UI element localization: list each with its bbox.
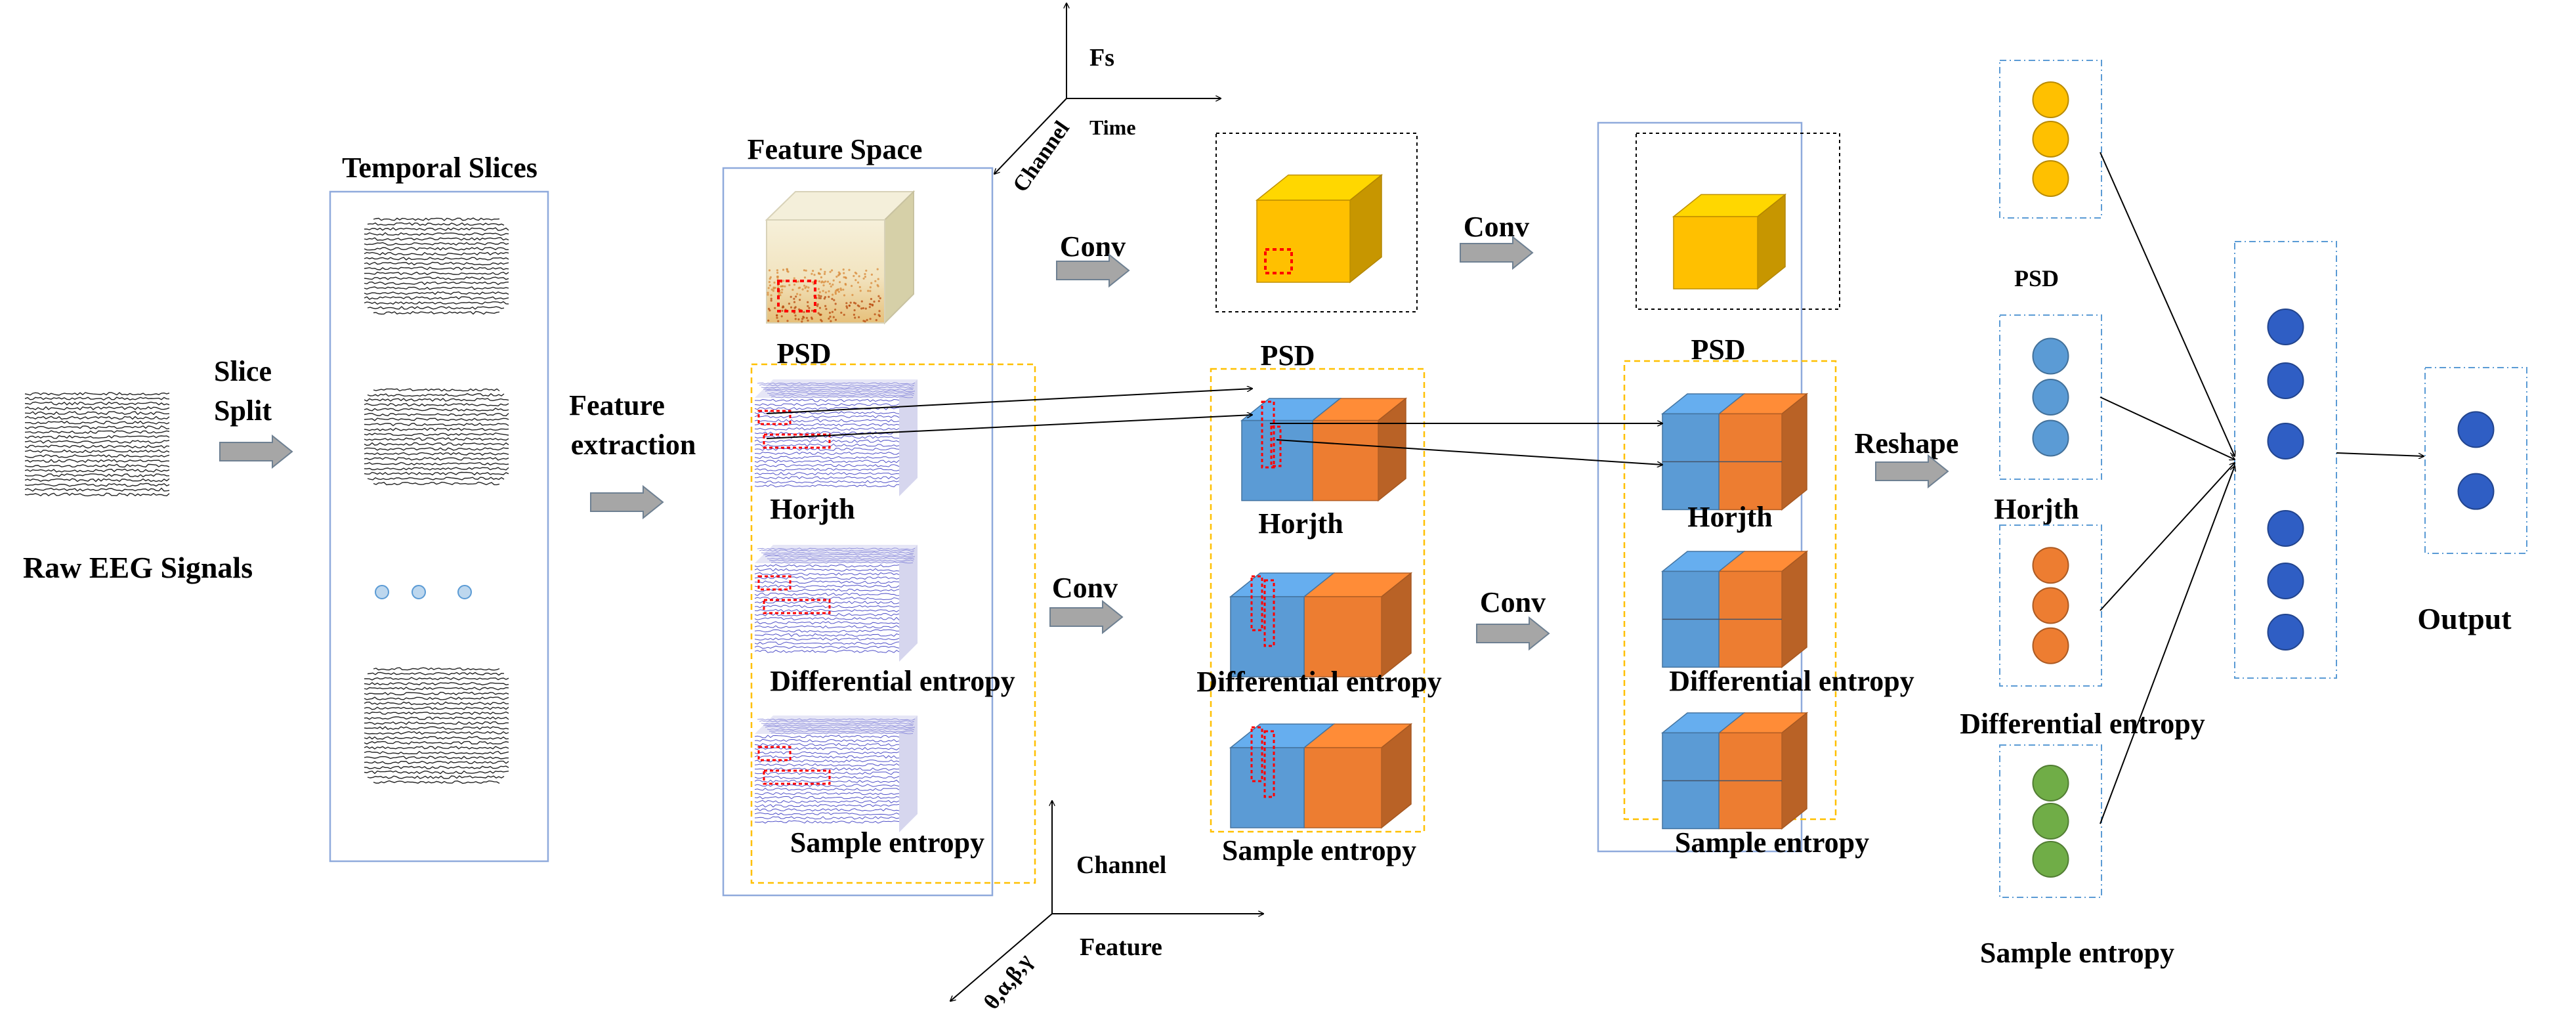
axis-time-label: Time	[1089, 116, 1136, 139]
c1-psd-label: PSD	[1260, 339, 1315, 372]
temporal-slice-n	[364, 667, 509, 784]
axis-channel-bottom-label: Channel	[1076, 851, 1166, 879]
output-label: Output	[2417, 602, 2512, 635]
conv1-psd-kernel-marker	[1264, 248, 1293, 274]
slice-split-arrow-icon	[219, 434, 293, 469]
fs-psd-label: PSD	[776, 337, 831, 370]
conv2-de-cube-icon	[1660, 550, 1809, 668]
conv2-horjth-cube-icon	[1660, 393, 1809, 511]
c1-horjth-label: Horjth	[1258, 507, 1343, 540]
temporal-slice-2	[364, 388, 509, 486]
conv-2-arrow-icon	[1049, 599, 1124, 635]
psd-node-column	[1999, 60, 2102, 219]
fs-horjth-label: Horjth	[770, 493, 855, 525]
feature-extraction-label-line1: Feature	[569, 389, 665, 421]
conv1-psd-yellow-cube-icon	[1255, 174, 1383, 284]
conv1-kernel-markers	[1250, 400, 1282, 798]
feature-connection-arrows	[766, 389, 1662, 465]
c1-se-label: Sample entropy	[1222, 834, 1416, 866]
feature-space-box	[722, 167, 994, 897]
slice-split-label-line1: Slice	[214, 355, 272, 387]
v-psd-label: PSD	[2014, 265, 2059, 291]
axis-fs-label: Fs	[1089, 44, 1114, 72]
axes-top	[994, 3, 1221, 174]
v-se-label: Sample entropy	[1980, 937, 2174, 969]
conv-3-arrow-icon	[1460, 235, 1534, 270]
fs-se-signal-cube-icon	[754, 716, 918, 832]
slice-split-label-line2: Split	[214, 395, 272, 427]
fs-se-label: Sample entropy	[790, 826, 984, 859]
v-horjth-label: Horjth	[1994, 493, 2079, 525]
feature-extraction-label-line2: extraction	[571, 429, 696, 461]
fs-de-label: Differential entropy	[770, 665, 1015, 697]
feature-space-features-dashed-box	[750, 363, 1036, 884]
axis-channel-top-label: Channel	[1008, 117, 1074, 197]
hidden-node-column	[2234, 241, 2337, 679]
conv-2-label: Conv	[1052, 572, 1118, 604]
conv-1-arrow-icon	[1056, 253, 1130, 288]
reshape-arrow-icon	[1875, 454, 1949, 489]
raw-eeg-signal-icon	[24, 392, 170, 497]
ellipsis-dots	[375, 585, 472, 599]
conv-3-label: Conv	[1464, 211, 1529, 243]
reshape-label: Reshape	[1855, 427, 1959, 460]
v-de-label: Differential entropy	[1960, 708, 2205, 740]
horjth-node-column	[1999, 314, 2102, 480]
temporal-slice-1	[364, 217, 509, 315]
conv2-psd-yellow-cube-icon	[1672, 193, 1787, 290]
conv1-psd-dashed-box	[1215, 133, 1418, 312]
conv1-de-cube-icon	[1229, 572, 1413, 678]
se-node-column	[1999, 744, 2102, 898]
conv1-horjth-cube-icon	[1240, 397, 1408, 502]
c2-se-label: Sample entropy	[1675, 826, 1869, 859]
psd-spectrogram-cube-icon	[765, 190, 916, 325]
fc-connection-arrows	[2100, 152, 2424, 824]
conv-4-arrow-icon	[1476, 616, 1550, 651]
temporal-slices-title: Temporal Slices	[342, 152, 538, 184]
axis-feature-label: Feature	[1080, 933, 1162, 961]
conv-4-label: Conv	[1480, 586, 1546, 618]
conv2-psd-dashed-box	[1636, 133, 1840, 310]
feature-space-title: Feature Space	[748, 133, 923, 165]
psd-kernel-marker	[777, 280, 816, 312]
temporal-slices-box	[329, 190, 549, 863]
raw-eeg-label: Raw EEG Signals	[23, 551, 253, 584]
conv-1-label: Conv	[1060, 230, 1126, 263]
feature-extraction-arrow-icon	[590, 484, 664, 520]
conv1-features-dashed-box	[1210, 368, 1425, 833]
axes-bottom	[950, 801, 1263, 1001]
conv1-se-cube-icon	[1229, 723, 1413, 829]
axis-bands-label: θ,α,β,γ	[979, 949, 1037, 1014]
c2-horjth-label: Horjth	[1687, 501, 1773, 533]
c2-de-label: Differential entropy	[1669, 665, 1914, 697]
c2-psd-label: PSD	[1691, 333, 1745, 366]
output-node-column	[2424, 367, 2527, 554]
fs-de-signal-cube-icon	[754, 545, 918, 662]
c1-de-label: Differential entropy	[1196, 666, 1442, 698]
conv2-se-cube-icon	[1660, 712, 1809, 830]
de-node-column	[1999, 524, 2102, 687]
